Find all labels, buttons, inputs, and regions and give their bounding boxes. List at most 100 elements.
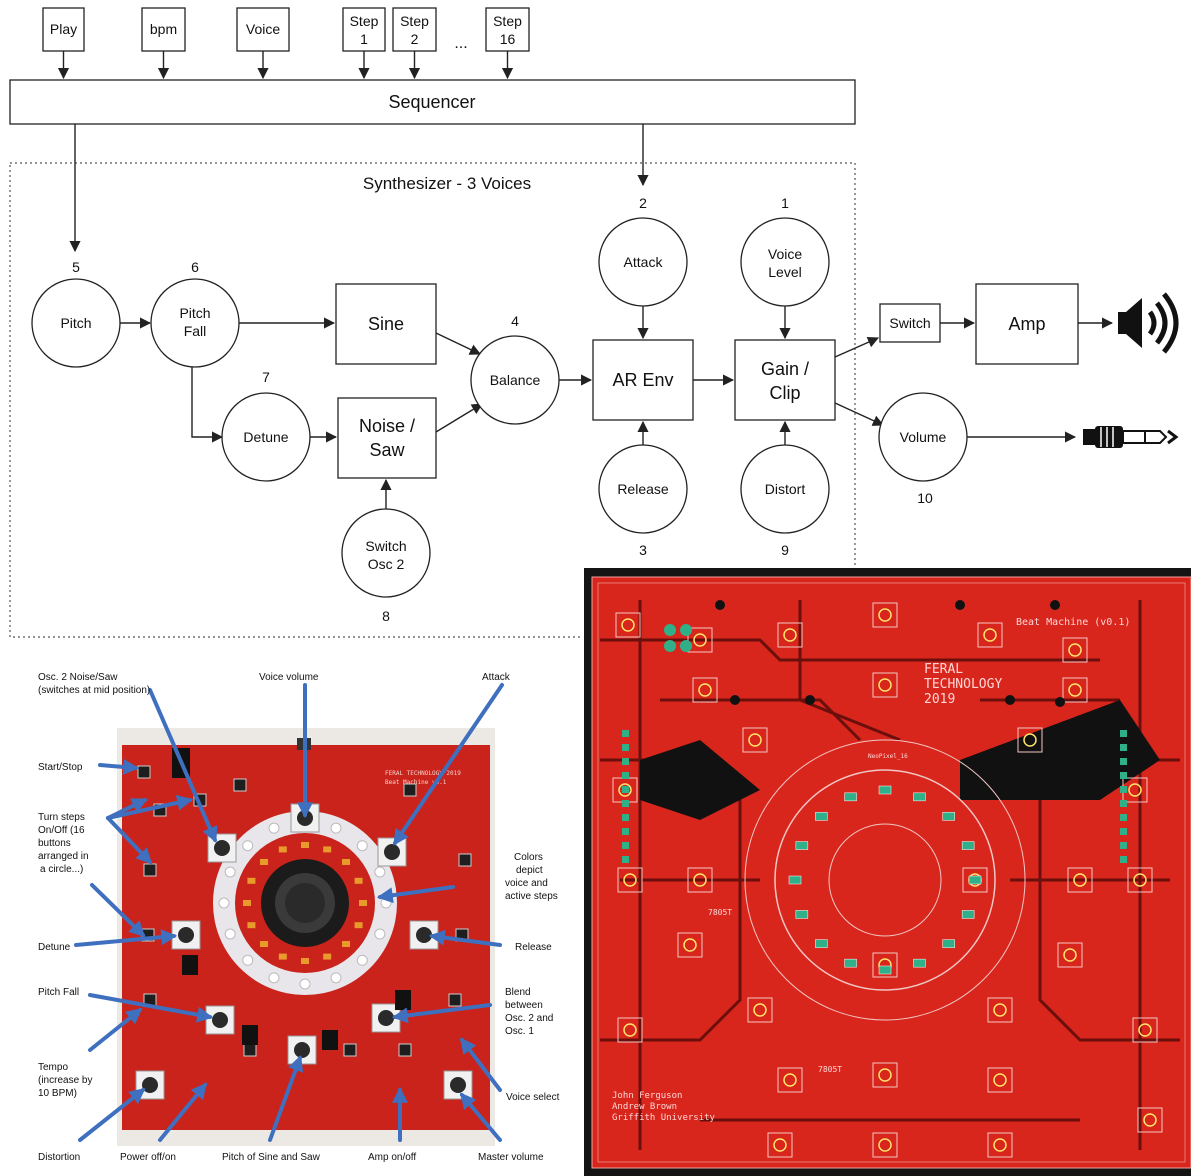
- label-turn-steps-3: buttons: [38, 838, 71, 849]
- node-pitch: Pitch 5: [32, 259, 120, 367]
- tact-button: [244, 1044, 256, 1056]
- input-bpm-label: bpm: [150, 21, 177, 37]
- pcb-credit-2: Andrew Brown: [612, 1102, 677, 1112]
- speaker-icon: [1118, 294, 1176, 352]
- pcb-header-pin: [622, 744, 629, 751]
- pcb-neopixel-pad: [879, 786, 891, 794]
- node-pitch-number: 5: [72, 259, 80, 275]
- pcb-brand-2: TECHNOLOGY: [924, 677, 1002, 692]
- label-turn-steps-2: On/Off (16: [38, 825, 85, 836]
- pcb-header-pin: [622, 842, 629, 849]
- pcb-neopixel-pad: [796, 842, 808, 850]
- knob-icon: [212, 1012, 228, 1028]
- synth-title: Synthesizer - 3 Voices: [363, 174, 531, 193]
- node-release-number: 3: [639, 542, 647, 558]
- node-switch-osc2-label-1: Switch: [365, 538, 406, 554]
- node-attack-label: Attack: [624, 254, 664, 270]
- svg-text:Tempo(increase by10 BPM): Tempo(increase by10 BPM): [38, 1062, 92, 1099]
- label-osc2-line1: Osc. 2 Noise/Saw: [38, 672, 118, 683]
- node-voice-level-label-2: Level: [768, 264, 801, 280]
- knob-icon: [416, 927, 432, 943]
- pcb-header-pin: [1120, 744, 1127, 751]
- led: [243, 841, 253, 851]
- pcb-brand-3: 2019: [924, 692, 955, 707]
- node-amp: Amp: [976, 284, 1078, 364]
- node-gain-clip: Gain / Clip: [735, 340, 835, 420]
- pcb-header-pin: [1120, 800, 1127, 807]
- tact-button: [344, 1044, 356, 1056]
- tact-button: [399, 1044, 411, 1056]
- pcb-header-pin: [1120, 758, 1127, 765]
- pcb-header-pin: [622, 730, 629, 737]
- pcb-header-pin: [622, 814, 629, 821]
- led: [357, 955, 367, 965]
- led: [375, 867, 385, 877]
- input-step-16-number: 16: [500, 31, 516, 47]
- led-resistor: [301, 842, 309, 848]
- led-resistor: [355, 922, 363, 928]
- tact-button: [234, 779, 246, 791]
- label-master-volume: Master volume: [478, 1152, 544, 1163]
- pcb-mount-hole: [1005, 695, 1015, 705]
- led: [269, 973, 279, 983]
- pcb-title: Beat Machine (v0.1): [1016, 617, 1130, 628]
- pcb-header-pin: [1120, 856, 1127, 863]
- node-pitch-fall-number: 6: [191, 259, 199, 275]
- label-osc2-line2: (switches at mid position): [38, 685, 150, 696]
- label-blend-3: Osc. 2 and: [505, 1013, 553, 1024]
- node-balance-number: 4: [511, 313, 519, 329]
- pcb-neopixel-pad: [879, 966, 891, 974]
- led-resistor: [279, 846, 287, 852]
- node-noise-saw-label-1: Noise /: [359, 416, 415, 436]
- led-resistor: [342, 859, 350, 865]
- led-resistor: [301, 958, 309, 964]
- pcb-mount-hole: [805, 695, 815, 705]
- pcb-neopixel-pad: [796, 910, 808, 918]
- label-release: Release: [515, 942, 552, 953]
- led: [381, 898, 391, 908]
- input-ellipsis: ...: [454, 35, 467, 52]
- node-pitch-fall-label-1: Pitch: [179, 305, 210, 321]
- tact-button: [138, 766, 150, 778]
- led: [225, 929, 235, 939]
- pcb-header-pin: [1120, 814, 1127, 821]
- pcb-neopixel-label: NeoPixel_16: [868, 753, 908, 760]
- led-resistor: [260, 859, 268, 865]
- pcb-via: [680, 640, 692, 652]
- led: [243, 955, 253, 965]
- node-sine-label: Sine: [368, 314, 404, 334]
- input-step-2: Step 2: [393, 8, 436, 78]
- label-blend-2: between: [505, 1000, 543, 1011]
- pcb-header-pin: [1120, 828, 1127, 835]
- node-balance-label: Balance: [490, 372, 541, 388]
- label-voice-volume: Voice volume: [259, 672, 319, 683]
- label-distortion: Distortion: [38, 1152, 80, 1163]
- node-switch-osc2-label-2: Osc 2: [368, 556, 405, 572]
- pcb-neopixel-pad: [815, 940, 827, 948]
- node-distort-number: 9: [781, 542, 789, 558]
- pcb-credit-1: John Ferguson: [612, 1091, 682, 1101]
- input-step-2-number: 2: [411, 31, 419, 47]
- node-gain-clip-label-1: Gain /: [761, 359, 809, 379]
- pcb-via: [680, 624, 692, 636]
- pcb-neopixel-pad: [962, 842, 974, 850]
- pcb-header-pin: [622, 786, 629, 793]
- node-volume-label: Volume: [900, 429, 947, 445]
- pcb-neopixel-pad: [815, 812, 827, 820]
- node-amp-label: Amp: [1008, 314, 1045, 334]
- led-resistor: [323, 846, 331, 852]
- knob-icon: [378, 1010, 394, 1026]
- chip: [182, 955, 198, 975]
- label-tempo-3: 10 BPM): [38, 1088, 77, 1099]
- input-step-1: Step 1: [343, 8, 385, 78]
- node-release: Release 3: [599, 445, 687, 558]
- label-pitch-sine-saw: Pitch of Sine and Saw: [222, 1152, 321, 1163]
- node-noise-saw-label-2: Saw: [369, 440, 405, 460]
- tact-button: [449, 994, 461, 1006]
- pcb-header-pin: [1120, 842, 1127, 849]
- pcb-header-pin: [622, 800, 629, 807]
- pcb-mount-hole: [715, 600, 725, 610]
- node-ar-env-label: AR Env: [612, 370, 673, 390]
- node-voice-level-number: 1: [781, 195, 789, 211]
